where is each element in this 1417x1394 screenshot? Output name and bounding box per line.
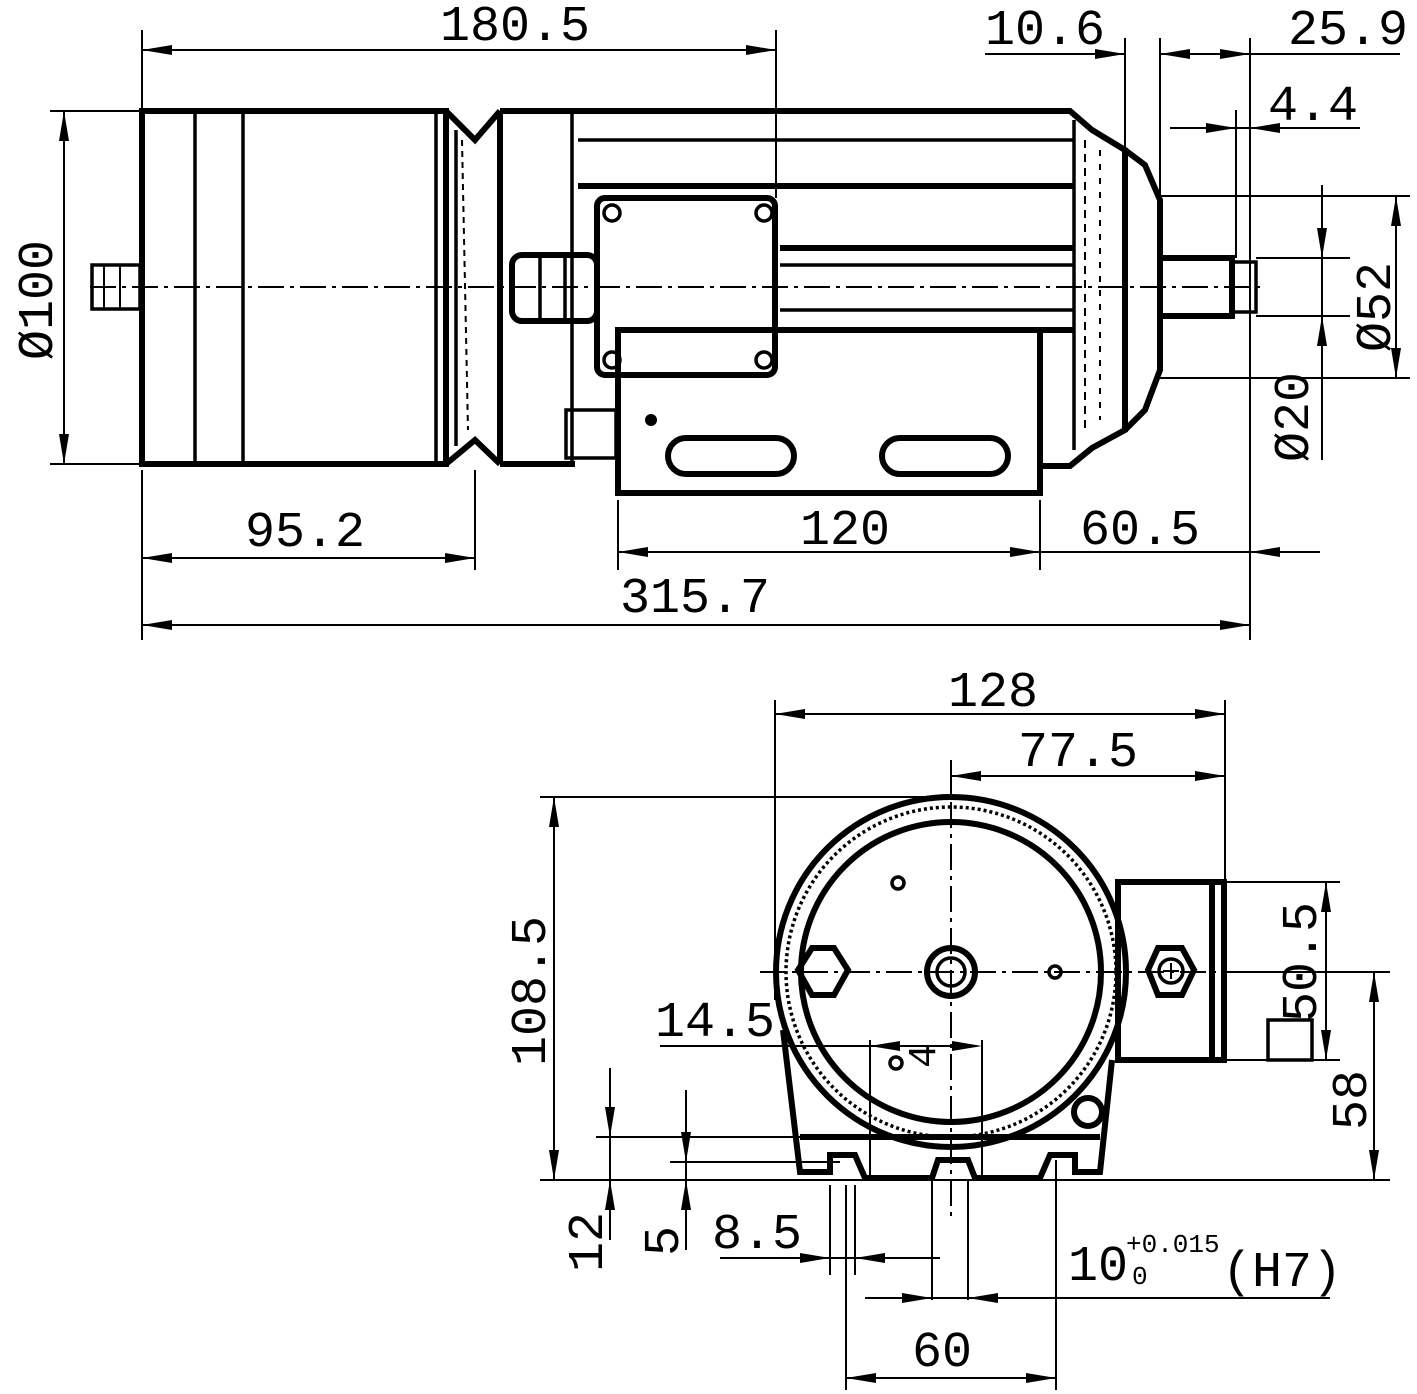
- spindle-nose: [1122, 147, 1163, 433]
- lower-right-fitting: [1071, 1095, 1105, 1129]
- dim-128: 128: [948, 665, 1038, 722]
- mounting-foot: [780, 1029, 1115, 1181]
- dim-108-5: 108.5: [504, 916, 561, 1066]
- shaft-tip: [1230, 260, 1258, 314]
- dim-line-120: [618, 547, 1040, 557]
- dim-line-108-5: [549, 797, 559, 1180]
- mount-bracket: [615, 327, 1043, 496]
- dim-95-2: 95.2: [245, 505, 365, 562]
- terminal-box-front: [1115, 879, 1227, 1063]
- left-hex-plug: [794, 945, 852, 998]
- dim-10-6: 10.6: [985, 3, 1105, 60]
- dim-tolerance-lower: 0: [1132, 1262, 1148, 1292]
- square-symbol: [1266, 1018, 1314, 1062]
- dim-line-tolerance: [865, 1293, 1330, 1303]
- dim-dia20: Ø20: [1267, 372, 1324, 462]
- dim-tolerance-base: 10: [1068, 1239, 1128, 1296]
- cable-gland: [509, 252, 600, 324]
- dim-line-4: [870, 1041, 982, 1051]
- dim-180-5: 180.5: [440, 0, 590, 56]
- dim-315-7: 315.7: [620, 571, 770, 628]
- dim-line-180-5: [142, 45, 776, 55]
- dim-120: 120: [800, 503, 890, 560]
- dim-58: 58: [1325, 1070, 1382, 1130]
- cooling-fins: [454, 130, 469, 446]
- dim-12: 12: [561, 1212, 618, 1272]
- dim-line-5: [681, 1090, 691, 1250]
- dim-8-5: 8.5: [712, 1207, 802, 1264]
- spindle-housing: [500, 108, 1128, 469]
- dim-60: 60: [912, 1325, 972, 1382]
- dim-25-9: 25.9: [1288, 3, 1408, 60]
- dim-5: 5: [637, 1226, 694, 1256]
- shaft-end: [924, 945, 978, 999]
- dim-line-60-5: [1040, 547, 1320, 557]
- dim-line-60: [846, 1373, 1056, 1383]
- dim-line-12: [605, 1068, 615, 1240]
- waist-groove: [443, 108, 503, 467]
- dim-line-50-5: [1321, 882, 1331, 1060]
- dim-4-4: 4.4: [1268, 79, 1358, 136]
- dim-line-8-5: [720, 1253, 940, 1263]
- dim-line-dia52: [1391, 196, 1401, 378]
- dim-60-5: 60.5: [1080, 503, 1200, 560]
- dim-tolerance-upper: +0.015: [1126, 1230, 1220, 1260]
- dim-4: 4: [903, 1044, 948, 1068]
- dim-line-77-5: [951, 771, 1225, 781]
- dim-line-95-2: [142, 553, 475, 563]
- dim-50-5: 50.5: [1275, 902, 1332, 1022]
- side-view: 180.5 10.6 25.9 4.4 Ø100 Ø52 Ø20 95.2 12…: [11, 0, 1410, 640]
- dim-line-4-4: [1170, 123, 1360, 133]
- dim-tolerance-fit: (H7): [1222, 1245, 1342, 1302]
- dim-77-5: 77.5: [1018, 725, 1138, 782]
- dim-line-dia20: [1317, 185, 1327, 460]
- dim-line-128: [775, 709, 1225, 719]
- dim-line-315-7: [142, 620, 1250, 630]
- dim-14-5: 14.5: [655, 995, 775, 1052]
- motor-body: [139, 108, 449, 467]
- dim-dia52: Ø52: [1349, 262, 1406, 352]
- dim-dia100: Ø100: [11, 240, 68, 360]
- side-connector: [564, 408, 618, 460]
- dim-line-25-9: [1160, 49, 1400, 59]
- dim-line-58: [1369, 972, 1379, 1180]
- front-view: 128 77.5 108.5 14.5 4 50.5 58 12 5 8.5 1…: [504, 665, 1390, 1390]
- dim-line-dia100: [59, 111, 69, 464]
